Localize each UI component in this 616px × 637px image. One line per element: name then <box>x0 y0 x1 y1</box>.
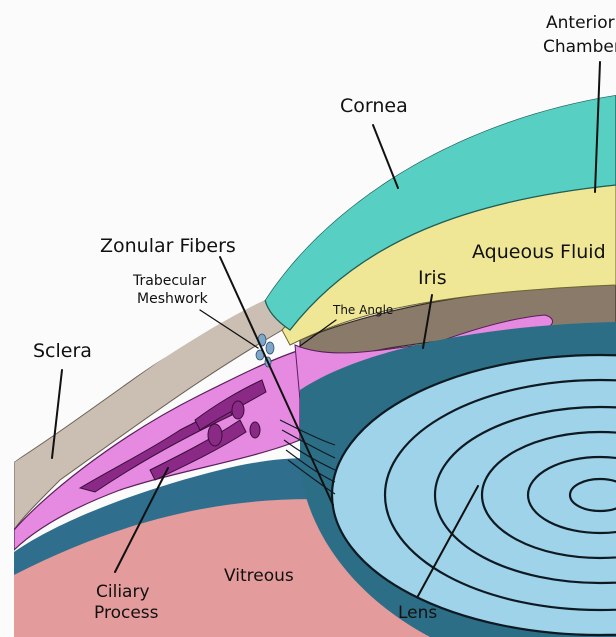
label-aqueous-fluid: Aqueous Fluid <box>472 241 606 263</box>
label-anterior-chamber-line2: Chamber <box>543 37 616 57</box>
label-trabecular-line2: Meshwork <box>137 291 209 307</box>
label-cornea: Cornea <box>340 95 408 117</box>
label-ciliary-line2: Process <box>94 603 159 623</box>
label-trabecular-line1: Trabecular <box>132 273 206 289</box>
label-the-angle: The Angle <box>332 303 393 317</box>
label-vitreous: Vitreous <box>224 566 294 586</box>
label-ciliary-line1: Ciliary <box>96 582 150 602</box>
label-anterior-chamber-line1: Anterior <box>546 13 615 33</box>
label-zonular-fibers: Zonular Fibers <box>100 235 236 257</box>
label-lens: Lens <box>398 603 437 623</box>
label-iris: Iris <box>418 267 447 289</box>
label-sclera: Sclera <box>33 340 92 362</box>
background-left-margin <box>0 0 14 637</box>
trabecular-meshwork <box>256 334 274 367</box>
